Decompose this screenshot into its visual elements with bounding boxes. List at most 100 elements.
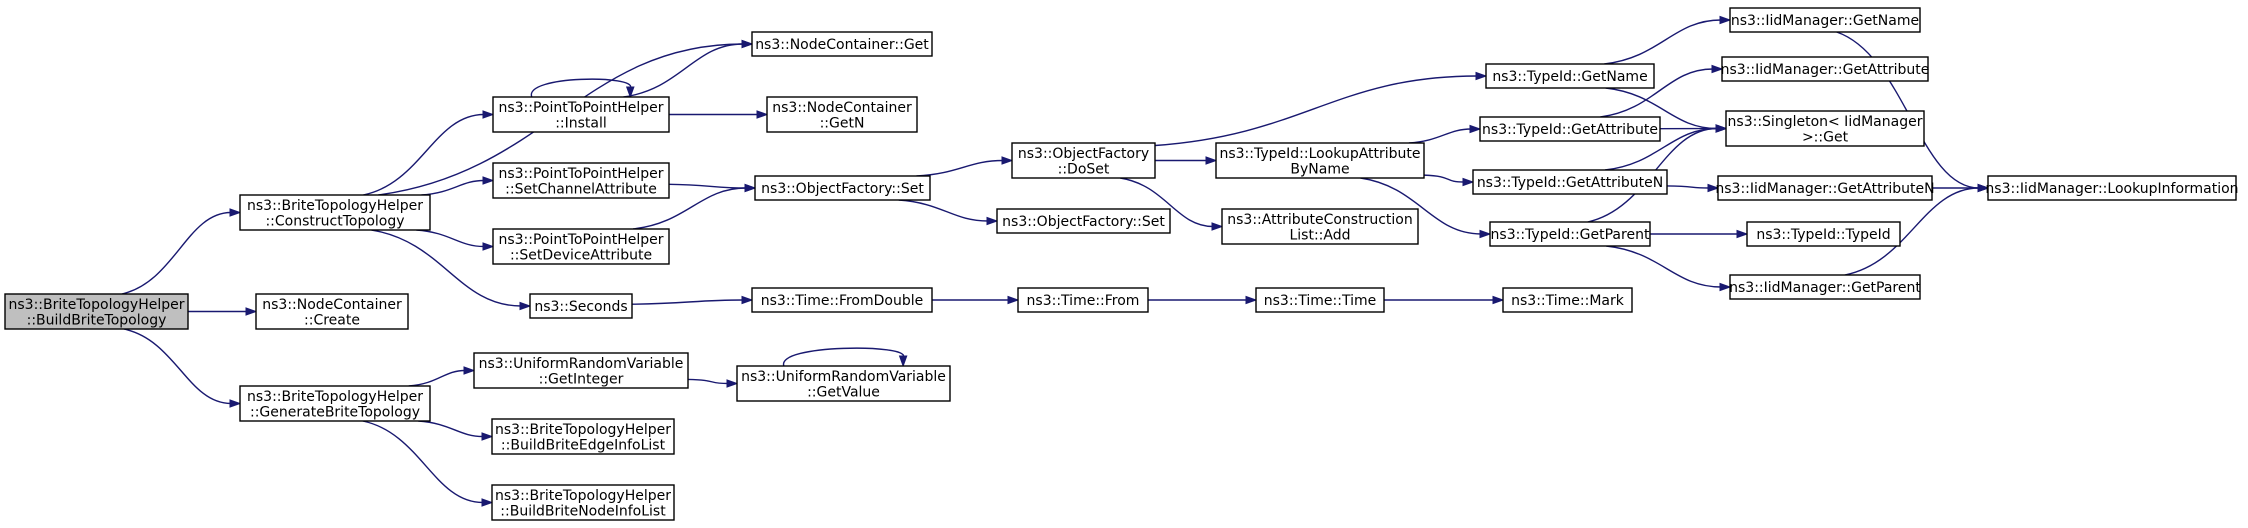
call-edge bbox=[408, 366, 476, 387]
node-label: ns3::BriteTopologyHelper bbox=[247, 198, 423, 214]
node-box bbox=[239, 385, 431, 422]
function-node[interactable]: ns3::TypeId::TypeId bbox=[1746, 221, 1901, 247]
call-edge bbox=[687, 378, 739, 388]
arrow-head bbox=[898, 355, 908, 368]
node-label: ns3::BriteTopologyHelper bbox=[495, 488, 671, 504]
function-node[interactable]: ns3::Time::Time bbox=[1255, 287, 1385, 313]
function-node[interactable]: ns3::BriteTopologyHelper::BuildBriteTopo… bbox=[4, 293, 189, 330]
node-label: ns3::TypeId::GetName bbox=[1492, 69, 1647, 85]
function-node[interactable]: ns3::IidManager::GetAttributeN bbox=[1715, 175, 1935, 201]
node-box bbox=[1721, 56, 1929, 82]
node-label: ns3::IidManager::GetName bbox=[1731, 13, 1919, 29]
function-node[interactable]: ns3::PointToPointHelper::Install bbox=[492, 96, 670, 133]
function-node[interactable]: ns3::TypeId::GetAttributeN bbox=[1472, 169, 1668, 195]
call-edge bbox=[1600, 64, 1724, 118]
edge-path bbox=[123, 328, 232, 405]
call-edge bbox=[916, 156, 1014, 177]
node-label: ::GetInteger bbox=[539, 371, 624, 387]
arrow-head bbox=[625, 86, 635, 99]
node-label: ::ConstructTopology bbox=[265, 213, 404, 229]
node-label: ns3::TypeId::GetParent bbox=[1491, 227, 1650, 243]
node-box bbox=[255, 293, 409, 330]
function-node[interactable]: ns3::Time::Mark bbox=[1502, 287, 1633, 313]
function-node[interactable]: ns3::BriteTopologyHelper::BuildBriteEdge… bbox=[491, 418, 675, 455]
function-node[interactable]: ns3::IidManager::GetParent bbox=[1729, 274, 1921, 300]
function-node[interactable]: ns3::IidManager::GetAttribute bbox=[1721, 56, 1930, 82]
call-edge bbox=[931, 295, 1020, 305]
function-node[interactable]: ns3::UniformRandomVariable::GetValue bbox=[736, 365, 951, 402]
node-label: ByName bbox=[1290, 161, 1349, 177]
function-node[interactable]: ns3::IidManager::LookupInformation bbox=[1985, 175, 2239, 201]
call-edge bbox=[363, 110, 495, 196]
self-call-path bbox=[530, 78, 632, 98]
node-label: ns3::IidManager::GetAttributeN bbox=[1715, 181, 1934, 197]
node-label: ns3::Time::Time bbox=[1264, 293, 1376, 309]
edge-path bbox=[687, 378, 729, 385]
node-box bbox=[239, 194, 431, 231]
function-node[interactable]: ns3::BriteTopologyHelper::GenerateBriteT… bbox=[239, 385, 431, 422]
function-node[interactable]: ns3::BriteTopologyHelper::BuildBriteNode… bbox=[491, 484, 675, 521]
function-node[interactable]: ns3::UniformRandomVariable::GetInteger bbox=[473, 352, 689, 389]
edge-path bbox=[1408, 128, 1472, 144]
node-label: ::DoSet bbox=[1058, 161, 1110, 177]
node-label: ns3::NodeContainer bbox=[772, 100, 912, 116]
function-node[interactable]: ns3::PointToPointHelper::SetDeviceAttrib… bbox=[492, 228, 670, 265]
arrow-head bbox=[1211, 222, 1224, 231]
node-label: ns3::ObjectFactory::Set bbox=[1002, 214, 1165, 230]
function-node[interactable]: ns3::Time::From bbox=[1017, 287, 1149, 313]
edge-path bbox=[1600, 68, 1714, 118]
self-call-path bbox=[783, 347, 904, 367]
call-edge bbox=[898, 199, 999, 226]
function-node[interactable]: ns3::NodeContainer::Create bbox=[255, 293, 409, 330]
function-node[interactable]: ns3::ObjectFactory::Set bbox=[754, 175, 931, 201]
function-node[interactable]: ns3::Seconds bbox=[529, 293, 633, 319]
function-node[interactable]: ns3::IidManager::GetName bbox=[1729, 7, 1921, 33]
arrow-head bbox=[463, 366, 476, 375]
node-box bbox=[754, 175, 931, 201]
node-label: ns3::Time::FromDouble bbox=[761, 293, 924, 309]
edge-path bbox=[1836, 31, 1980, 189]
function-node[interactable]: ns3::NodeContainer::Get bbox=[751, 31, 933, 57]
call-edge bbox=[123, 328, 242, 408]
node-box bbox=[492, 96, 670, 133]
function-node[interactable]: ns3::BriteTopologyHelper::ConstructTopol… bbox=[239, 194, 431, 231]
arrow-head bbox=[1205, 156, 1218, 165]
call-edge bbox=[1154, 71, 1488, 147]
node-box bbox=[996, 208, 1171, 234]
arrow-head bbox=[1007, 295, 1020, 305]
call-edge bbox=[632, 183, 757, 230]
function-node[interactable]: ns3::ObjectFactory::Set bbox=[996, 208, 1171, 234]
call-edge bbox=[1650, 229, 1749, 239]
edge-path bbox=[121, 211, 232, 295]
node-label: ns3::TypeId::TypeId bbox=[1756, 227, 1890, 243]
function-node[interactable]: ns3::Time::FromDouble bbox=[751, 287, 933, 313]
function-node[interactable]: ns3::NodeContainer::GetN bbox=[766, 96, 918, 133]
call-edge bbox=[530, 78, 635, 99]
arrow-head bbox=[481, 432, 494, 441]
edge-path bbox=[631, 299, 744, 305]
call-edge bbox=[783, 347, 908, 368]
function-node[interactable]: ns3::ObjectFactory::DoSet bbox=[1011, 142, 1156, 179]
call-edge bbox=[1666, 183, 1720, 193]
function-node[interactable]: ns3::TypeId::GetParent bbox=[1489, 221, 1651, 247]
arrow-head bbox=[482, 242, 495, 251]
arrow-head bbox=[519, 301, 532, 311]
function-node[interactable]: ns3::Singleton< IidManager >::Get bbox=[1725, 110, 1925, 147]
node-box bbox=[4, 293, 189, 330]
arrow-head bbox=[1707, 183, 1720, 193]
edge-path bbox=[408, 369, 466, 387]
node-box bbox=[1215, 142, 1425, 179]
node-label: ns3::UniformRandomVariable bbox=[479, 356, 684, 372]
function-node[interactable]: ns3::TypeId::GetName bbox=[1485, 63, 1655, 89]
call-edge bbox=[1147, 295, 1258, 305]
call-edge bbox=[371, 229, 532, 311]
function-node[interactable]: ns3::TypeId::GetAttribute bbox=[1479, 116, 1661, 142]
call-edge bbox=[1844, 183, 1990, 276]
edge-path bbox=[421, 179, 485, 196]
node-label: ::GetN bbox=[820, 115, 865, 131]
function-node[interactable]: ns3::PointToPointHelper::SetChannelAttri… bbox=[492, 162, 670, 199]
node-label: ns3::TypeId::GetAttribute bbox=[1482, 122, 1658, 138]
node-box bbox=[1502, 287, 1633, 313]
